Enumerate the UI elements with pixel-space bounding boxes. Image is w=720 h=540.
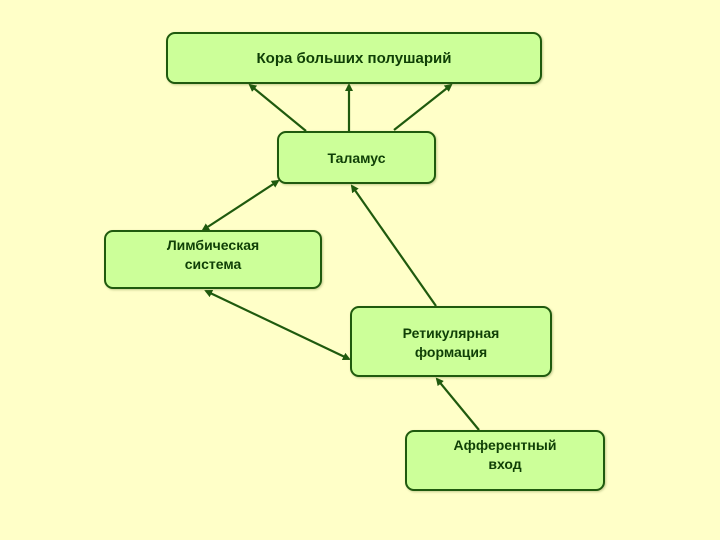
arrow-reticular-to-thalamus xyxy=(350,184,437,307)
arrow-thalamus-to-cortex-right xyxy=(393,83,453,131)
node-limbic-system: Лимбическая система xyxy=(104,230,322,289)
node-label: Кора больших полушарий xyxy=(256,50,452,67)
node-reticular-formation: Ретикулярная формация xyxy=(350,306,552,377)
node-label: Афферентный вход xyxy=(453,437,557,472)
node-label: Ретикулярная формация xyxy=(402,325,500,360)
arrow-limbic-reticular-bidirectional xyxy=(204,289,351,361)
node-afferent-input: Афферентный вход xyxy=(405,430,605,491)
node-label: Таламус xyxy=(327,150,386,166)
arrow-afferent-to-reticular xyxy=(435,377,480,431)
node-thalamus: Таламус xyxy=(277,131,436,184)
node-label: Лимбическая система xyxy=(166,237,260,272)
node-cerebral-cortex: Кора больших полушарий xyxy=(166,32,542,84)
arrow-thalamus-limbic-bidirectional xyxy=(201,179,280,232)
arrow-thalamus-to-cortex-left xyxy=(248,83,307,132)
